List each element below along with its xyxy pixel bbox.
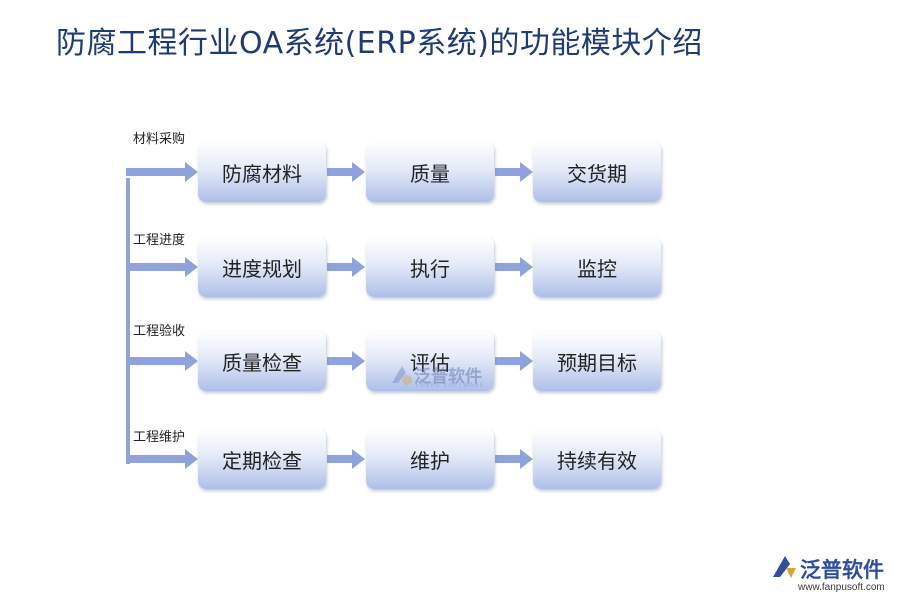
watermark-text: 泛普软件 — [414, 367, 482, 387]
watermark-subtext: FANPU SOFTWARE — [416, 382, 485, 389]
step-arrow-row-4b — [495, 449, 533, 469]
fanpu-logo-icon — [392, 365, 412, 385]
step-box: 质量检查 — [198, 331, 326, 391]
step-arrow-row-3b — [495, 351, 533, 371]
step-arrow-row-4a — [327, 449, 365, 469]
brand-name: 泛普软件 — [800, 558, 884, 582]
step-arrow-row-1b — [495, 162, 533, 182]
step-box: 交货期 — [533, 142, 661, 202]
branch-arrow-row-2 — [126, 257, 198, 277]
row-label-procurement: 材料采购 — [133, 132, 186, 147]
watermark: 泛普软件 FANPU SOFTWARE — [388, 362, 485, 389]
branch-arrow-row-4 — [126, 449, 198, 469]
fanpu-logo-icon — [773, 556, 796, 578]
row-label-acceptance: 工程验收 — [133, 324, 186, 339]
step-arrow-row-2b — [495, 257, 533, 277]
step-box: 防腐材料 — [198, 142, 326, 202]
branch-arrow-row-1 — [126, 162, 198, 182]
step-box: 监控 — [533, 237, 661, 297]
brand-url: www.fanpusoft.com — [798, 582, 885, 593]
step-arrow-row-2a — [327, 257, 365, 277]
step-arrow-row-1a — [327, 162, 365, 182]
page-title: 防腐工程行业OA系统(ERP系统)的功能模块介绍 — [56, 26, 703, 61]
step-box: 评估 — [366, 331, 494, 391]
step-box: 定期检查 — [198, 429, 326, 489]
step-box: 质量 — [366, 142, 494, 202]
row-label-maintenance: 工程维护 — [133, 430, 186, 445]
step-box: 执行 — [366, 237, 494, 297]
row-label-progress: 工程进度 — [133, 233, 186, 248]
branch-arrow-row-3 — [126, 351, 198, 371]
step-box: 预期目标 — [533, 331, 661, 391]
step-box: 维护 — [366, 429, 494, 489]
step-box: 持续有效 — [533, 429, 661, 489]
step-arrow-row-3a — [327, 351, 365, 371]
step-box: 进度规划 — [198, 237, 326, 297]
